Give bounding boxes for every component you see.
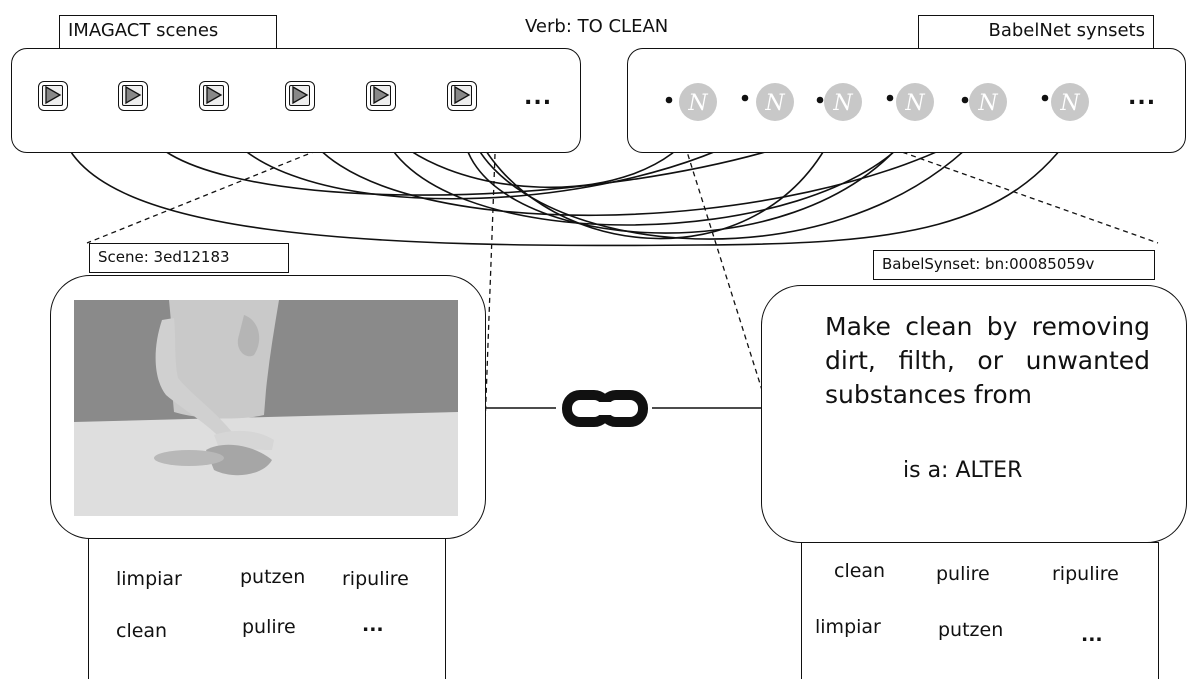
scene-card-title: Scene: 3ed12183 [98, 248, 230, 266]
synset-card [761, 285, 1187, 543]
synset-gloss: Make clean by removing dirt, filth, or u… [825, 312, 1150, 409]
synset-anchor-dot [665, 96, 673, 104]
svg-text:N: N [832, 91, 853, 116]
scene-animation-image [74, 300, 458, 516]
scene-card-title-tag: Scene: 3ed12183 [89, 243, 289, 273]
babelnet-logo-icon [896, 83, 934, 121]
link-curve [221, 124, 761, 200]
babelnet-logo-icon [1051, 83, 1089, 121]
babelnet-logo-icon [679, 83, 717, 121]
scene-play-icon[interactable] [199, 81, 229, 111]
scene-play-icon[interactable] [118, 81, 148, 111]
svg-text:N: N [764, 91, 785, 116]
link-curve [379, 124, 916, 226]
scene-word: clean [116, 620, 168, 642]
scene-words-box [88, 538, 446, 679]
imagact-title: IMAGACT scenes [68, 20, 219, 41]
scene-word: limpiar [116, 568, 182, 590]
synset-isa: is a: ALTER [903, 458, 1023, 483]
synset-anchor-dot [961, 96, 969, 104]
scene-word: pulire [242, 616, 296, 638]
link-curve [59, 124, 1078, 247]
svg-text:N: N [1059, 91, 1080, 116]
synset-anchor-dot [1041, 94, 1049, 102]
babelnet-title-tag: BabelNet synsets [918, 15, 1154, 49]
babelnet-title: BabelNet synsets [988, 20, 1145, 41]
scene-play-icon[interactable] [285, 81, 315, 111]
imagact-ellipsis: ... [524, 85, 553, 110]
imagact-title-tag: IMAGACT scenes [59, 15, 277, 49]
svg-text:N: N [977, 91, 998, 116]
synset-word: limpiar [815, 616, 881, 638]
babelnet-icons: N N N N N N [665, 83, 1089, 121]
synset-words-box [801, 542, 1159, 679]
synset-anchor-dot [886, 94, 894, 102]
synset-anchor-dot [741, 94, 749, 102]
scene-word-ellipsis: ... [362, 614, 384, 636]
svg-text:N: N [687, 91, 708, 116]
synset-word: ripulire [1052, 563, 1119, 585]
scene-play-icon-selected[interactable] [447, 81, 477, 111]
synset-word: putzen [938, 619, 1004, 641]
synset-word-ellipsis: ... [1081, 624, 1103, 646]
babelnet-logo-icon [756, 83, 794, 121]
zoom-line-scene-right [482, 126, 497, 481]
scene-word: putzen [240, 566, 306, 588]
link-curve [462, 124, 913, 234]
zoom-line-synset-left [676, 119, 763, 391]
svg-text:N: N [904, 91, 925, 116]
synset-anchor-dot [816, 96, 824, 104]
verb-label: Verb: TO CLEAN [525, 16, 669, 37]
scene-word: ripulire [342, 568, 409, 590]
scene-play-icon[interactable] [38, 81, 68, 111]
synset-word: pulire [936, 563, 990, 585]
babelnet-logo-icon [824, 83, 862, 121]
link-curve [471, 124, 836, 240]
babelnet-ellipsis: ... [1128, 85, 1157, 110]
babelnet-logo-icon [969, 83, 1007, 121]
synset-word: clean [834, 560, 886, 582]
scene-play-icon[interactable] [366, 81, 396, 111]
synset-card-title: BabelSynset: bn:00085059v [882, 255, 1095, 273]
synset-card-title-tag: BabelSynset: bn:00085059v [873, 250, 1155, 280]
link-curve [301, 124, 986, 217]
